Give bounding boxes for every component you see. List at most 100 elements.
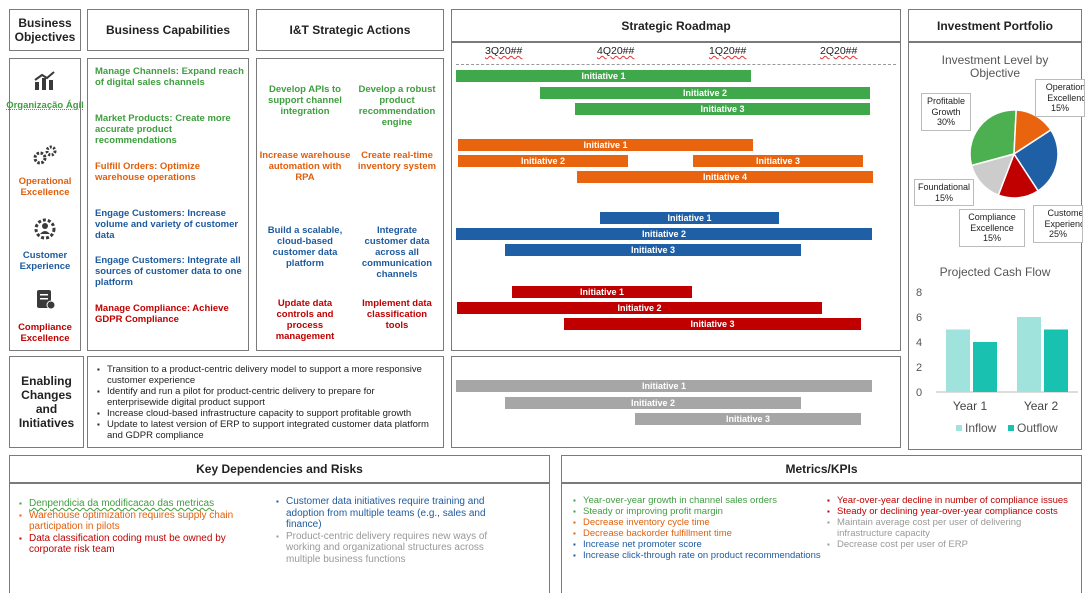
capability-engage-customers-volume: Engage Customers: Increase volume and va… <box>95 208 239 241</box>
chart-up-icon <box>6 70 84 97</box>
y-tick-label: 2 <box>916 362 922 374</box>
roadmap-bar-gray-3: Initiative 3 <box>635 413 861 425</box>
metric-item: Steady or improving profit margin <box>573 506 823 517</box>
action-warehouse-automation: Increase warehouse automation with RPA <box>259 150 351 183</box>
portfolio-header: Investment Portfolio <box>908 9 1082 42</box>
capability-fulfill-orders: Fulfill Orders: Optimize warehouse opera… <box>95 161 201 183</box>
roadmap-bar-red-2: Initiative 2 <box>457 302 822 314</box>
roadmap-bar-orange-4: Initiative 4 <box>577 171 873 183</box>
roadmap-bar-green-2: Initiative 2 <box>540 87 870 99</box>
y-tick-label: 8 <box>916 287 922 299</box>
enabling-header: Enabling Changes and Initiatives <box>9 356 84 448</box>
capability-engage-customers-integrate: Engage Customers: Integrate all sources … <box>95 255 242 288</box>
risk-item: Product-centric delivery requires new wa… <box>276 531 516 566</box>
pie-label-value: 30% <box>936 117 955 127</box>
capability-manage-channels: Manage Channels: Expand reach of digital… <box>95 66 244 88</box>
roadmap-header: Strategic Roadmap <box>451 9 901 42</box>
pie-slice-customer-experience <box>1012 128 1059 192</box>
capabilities-panel <box>87 58 249 351</box>
roadmap-bar-blue-3: Initiative 3 <box>505 244 801 256</box>
y-tick-label: 6 <box>916 312 922 324</box>
quarter-label: 4Q20## <box>597 45 635 57</box>
roadmap-bar-blue-1: Initiative 1 <box>600 212 779 224</box>
clipboard-check-icon <box>6 287 84 316</box>
capabilities-header: Business Capabilities <box>87 9 249 51</box>
action-recommendation-engine: Develop a robust product recommendation … <box>358 84 436 128</box>
bar-inflow-1 <box>946 329 970 392</box>
metric-item: Increase click-through rate on product r… <box>573 550 823 561</box>
x-tick-label: Year 1 <box>953 399 988 413</box>
action-data-classification: Implement data classification tools <box>362 298 432 331</box>
roadmap-bar-orange-1: Initiative 1 <box>458 139 753 151</box>
y-tick-label: 4 <box>916 337 922 349</box>
risk-item: Warehouse optimization requires supply c… <box>19 510 259 533</box>
timeline-divider <box>456 64 896 65</box>
metric-item: Decrease inventory cycle time <box>573 517 823 528</box>
action-update-data-controls: Update data controls and process managem… <box>275 298 335 342</box>
enabling-list: Transition to a product-centric delivery… <box>97 364 437 441</box>
metric-item: Decrease cost per user of ERP <box>827 539 1079 550</box>
pie-chart-title: Investment Level by Objective <box>941 53 1049 80</box>
x-tick-label: Year 2 <box>1024 399 1059 413</box>
pie-label-value: 25% <box>1048 229 1067 239</box>
metrics-list-left: Year-over-year growth in channel sales o… <box>573 495 823 561</box>
bar-inflow-2 <box>1017 317 1041 392</box>
risk-item: Denpendicia da modificacao das metricas <box>19 498 259 510</box>
pie-label-name: Profitable Growth <box>926 96 966 117</box>
enabling-item: Identify and run a pilot for product-cen… <box>97 386 437 408</box>
risks-header: Key Dependencies and Risks <box>9 455 550 483</box>
legend-swatch <box>1008 425 1014 431</box>
metric-item: Increase net promoter score <box>573 539 823 550</box>
roadmap-bar-red-1: Initiative 1 <box>512 286 692 298</box>
pie-label-value: 15% <box>982 233 1001 243</box>
quarter-label: 1Q20## <box>709 45 747 57</box>
metric-item: Maintain average cost per user of delive… <box>827 517 1079 539</box>
roadmap-bar-orange-3: Initiative 3 <box>693 155 863 167</box>
gears-icon <box>6 143 84 172</box>
pie-slice-profitable-growth <box>969 109 1017 167</box>
risk-item: Customer data initiatives require traini… <box>276 496 516 531</box>
pie-label-name: Foundational <box>918 182 971 192</box>
objective-label-compliance-excellence: Compliance Excellence <box>18 322 72 344</box>
metric-item: Steady or declining year-over-year compl… <box>827 506 1079 517</box>
metrics-list-right: Year-over-year decline in number of comp… <box>827 495 1079 550</box>
investment-pie-chart <box>969 109 1059 199</box>
legend-label: Inflow <box>965 421 997 435</box>
objective-label-customer-experience: Customer Experience <box>19 250 71 272</box>
bar-outflow-1 <box>973 342 997 392</box>
quarter-label: 2Q20## <box>820 45 858 57</box>
metrics-header: Metrics/KPIs <box>561 455 1082 483</box>
metric-item: Decrease backorder fulfillment time <box>573 528 823 539</box>
objective-label-organizacao-agil: Organização Ágil <box>6 100 84 111</box>
roadmap-bar-blue-2: Initiative 2 <box>456 228 872 240</box>
capability-market-products: Market Products: Create more accurate pr… <box>95 113 231 146</box>
roadmap-bar-gray-2: Initiative 2 <box>505 397 801 409</box>
roadmap-bar-green-3: Initiative 3 <box>575 103 870 115</box>
pie-label-name: Compliance Excellence <box>968 212 1016 233</box>
y-tick-label: 0 <box>916 387 922 399</box>
enabling-item: Increase cloud-based infrastructure capa… <box>97 408 437 419</box>
pie-label-name: Operational Excellence <box>1045 82 1085 103</box>
pie-label-value: 15% <box>934 192 953 203</box>
action-integrate-customer-data: Integrate customer data across all commu… <box>361 225 433 280</box>
action-customer-data-platform: Build a scalable, cloud-based customer d… <box>267 225 343 269</box>
legend-label: Outflow <box>1017 421 1058 435</box>
pie-slice-foundational <box>970 152 1016 197</box>
risks-list-right: Customer data initiatives require traini… <box>276 496 516 565</box>
roadmap-bar-gray-1: Initiative 1 <box>456 380 872 392</box>
risk-item: Data classification coding must be owned… <box>19 533 259 556</box>
action-develop-apis: Develop APIs to support channel integrat… <box>268 84 342 117</box>
quarter-label: 3Q20## <box>485 45 523 57</box>
roadmap-bar-green-1: Initiative 1 <box>456 70 751 82</box>
pie-label-value: 15% <box>1050 103 1069 113</box>
pie-label-name: Customer Experience <box>1044 208 1083 229</box>
risks-list-left: Denpendicia da modificacao das metricasW… <box>19 498 259 556</box>
actions-panel <box>256 58 444 351</box>
pie-label-customer-experience: Customer Experience25% <box>1033 205 1083 243</box>
objectives-header: Business Objectives <box>9 9 81 51</box>
